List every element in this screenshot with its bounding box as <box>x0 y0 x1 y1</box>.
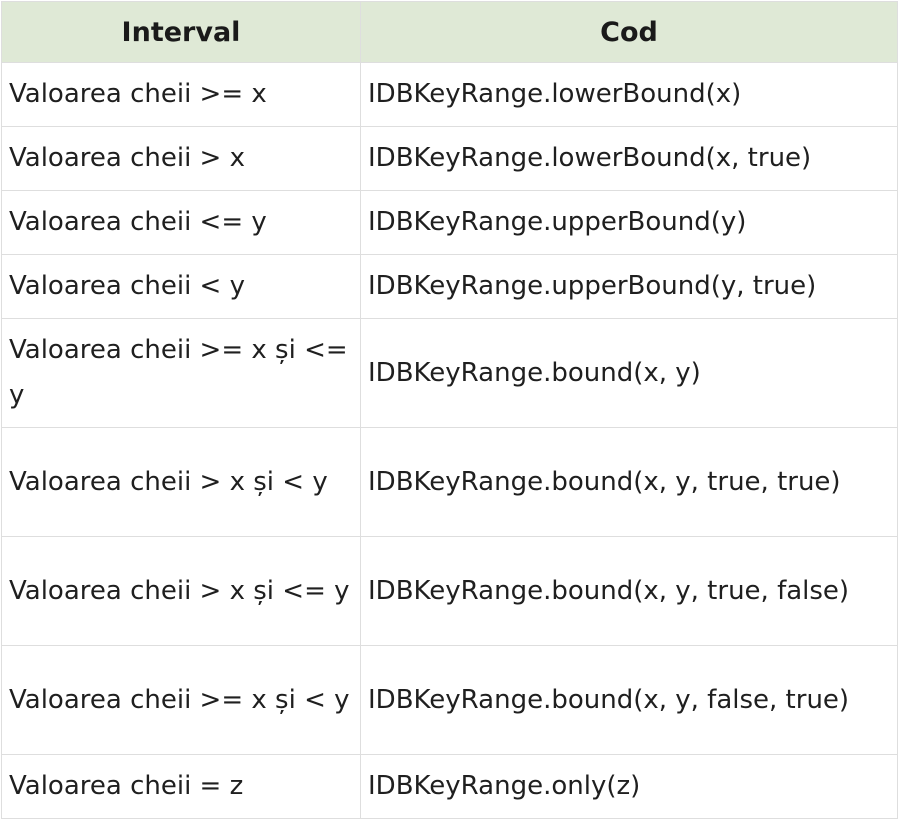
header-interval: Interval <box>1 1 361 63</box>
table-row: Valoarea cheii <= y IDBKeyRange.upperBou… <box>1 190 898 255</box>
table-header: Interval Cod <box>1 1 898 63</box>
interval-cell: Valoarea cheii < y <box>1 254 361 319</box>
interval-cell: Valoarea cheii > x și <= y <box>1 536 361 646</box>
header-code: Cod <box>360 1 898 63</box>
code-cell: IDBKeyRange.only(z) <box>360 754 898 819</box>
table-row: Valoarea cheii >= x și <= y IDBKeyRange.… <box>1 318 898 428</box>
table-row: Valoarea cheii > x IDBKeyRange.lowerBoun… <box>1 126 898 191</box>
code-cell: IDBKeyRange.lowerBound(x) <box>360 62 898 127</box>
table-body: Valoarea cheii >= x IDBKeyRange.lowerBou… <box>1 62 898 819</box>
table-row: Valoarea cheii >= x IDBKeyRange.lowerBou… <box>1 62 898 127</box>
interval-cell: Valoarea cheii >= x și < y <box>1 645 361 755</box>
table-row: Valoarea cheii >= x și < y IDBKeyRange.b… <box>1 645 898 755</box>
interval-cell: Valoarea cheii = z <box>1 754 361 819</box>
code-cell: IDBKeyRange.bound(x, y, true, false) <box>360 536 898 646</box>
code-cell: IDBKeyRange.lowerBound(x, true) <box>360 126 898 191</box>
code-cell: IDBKeyRange.upperBound(y) <box>360 190 898 255</box>
code-cell: IDBKeyRange.bound(x, y) <box>360 318 898 428</box>
interval-cell: Valoarea cheii <= y <box>1 190 361 255</box>
code-cell: IDBKeyRange.bound(x, y, false, true) <box>360 645 898 755</box>
interval-cell: Valoarea cheii >= x <box>1 62 361 127</box>
code-cell: IDBKeyRange.bound(x, y, true, true) <box>360 427 898 537</box>
table-row: Valoarea cheii = z IDBKeyRange.only(z) <box>1 754 898 819</box>
interval-cell: Valoarea cheii > x și < y <box>1 427 361 537</box>
header-row: Interval Cod <box>1 1 898 63</box>
table-row: Valoarea cheii < y IDBKeyRange.upperBoun… <box>1 254 898 319</box>
table-row: Valoarea cheii > x și <= y IDBKeyRange.b… <box>1 536 898 646</box>
interval-cell: Valoarea cheii >= x și <= y <box>1 318 361 428</box>
table-row: Valoarea cheii > x și < y IDBKeyRange.bo… <box>1 427 898 537</box>
code-cell: IDBKeyRange.upperBound(y, true) <box>360 254 898 319</box>
interval-cell: Valoarea cheii > x <box>1 126 361 191</box>
